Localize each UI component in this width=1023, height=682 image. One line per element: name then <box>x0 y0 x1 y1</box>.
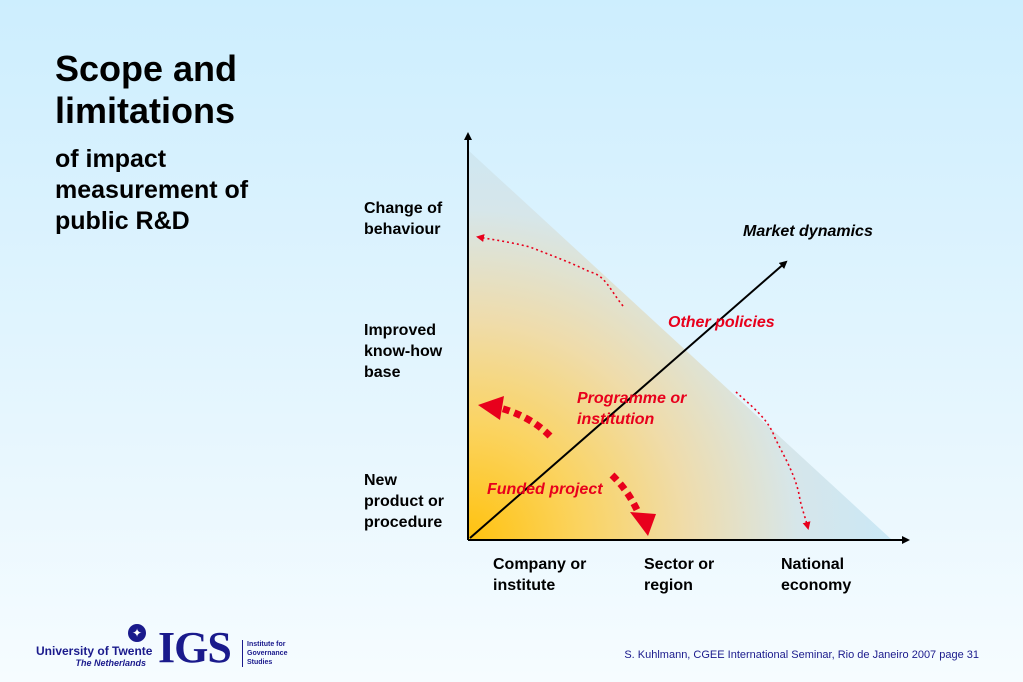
university-of-twente-logo: ✦ University of Twente The Netherlands <box>36 624 156 670</box>
footer-citation: S. Kuhlmann, CGEE International Seminar,… <box>624 649 979 661</box>
twente-emblem-icon: ✦ <box>128 624 146 642</box>
x-level-sector: Sector or region <box>644 556 715 594</box>
label-market-dynamics: Market dynamics <box>743 223 873 240</box>
slide-title: Scope and limitations <box>55 48 238 131</box>
slide-subtitle: of impact measurement of public R&D <box>55 145 249 235</box>
funded-project-to-sector-arrow <box>609 472 656 536</box>
ut-logo-sub: The Netherlands <box>75 658 146 668</box>
dotted-arrow-national <box>735 391 811 530</box>
x-level-company: Company or institute <box>493 556 587 594</box>
y-level-knowhow: Improved know-how base <box>364 322 443 381</box>
igs-logo-text: Institute for Governance Studies <box>242 640 297 667</box>
market-dynamics-arrow <box>469 260 788 539</box>
dotted-arrow-behaviour <box>476 234 624 307</box>
label-programme: Programme or institution <box>577 390 687 428</box>
ut-logo-name: University of Twente <box>36 644 153 658</box>
programme-to-knowhow-arrow <box>478 396 553 439</box>
igs-logo: IGS Institute for Governance Studies <box>158 623 298 672</box>
y-level-product: New product or procedure <box>364 472 444 531</box>
y-level-behaviour: Change of behaviour <box>364 200 443 238</box>
label-other-policies: Other policies <box>668 314 775 331</box>
igs-logo-letters: IGS <box>158 623 232 672</box>
impact-triangle <box>468 150 892 540</box>
x-level-national: National economy <box>781 556 852 594</box>
label-funded-project: Funded project <box>487 481 603 498</box>
